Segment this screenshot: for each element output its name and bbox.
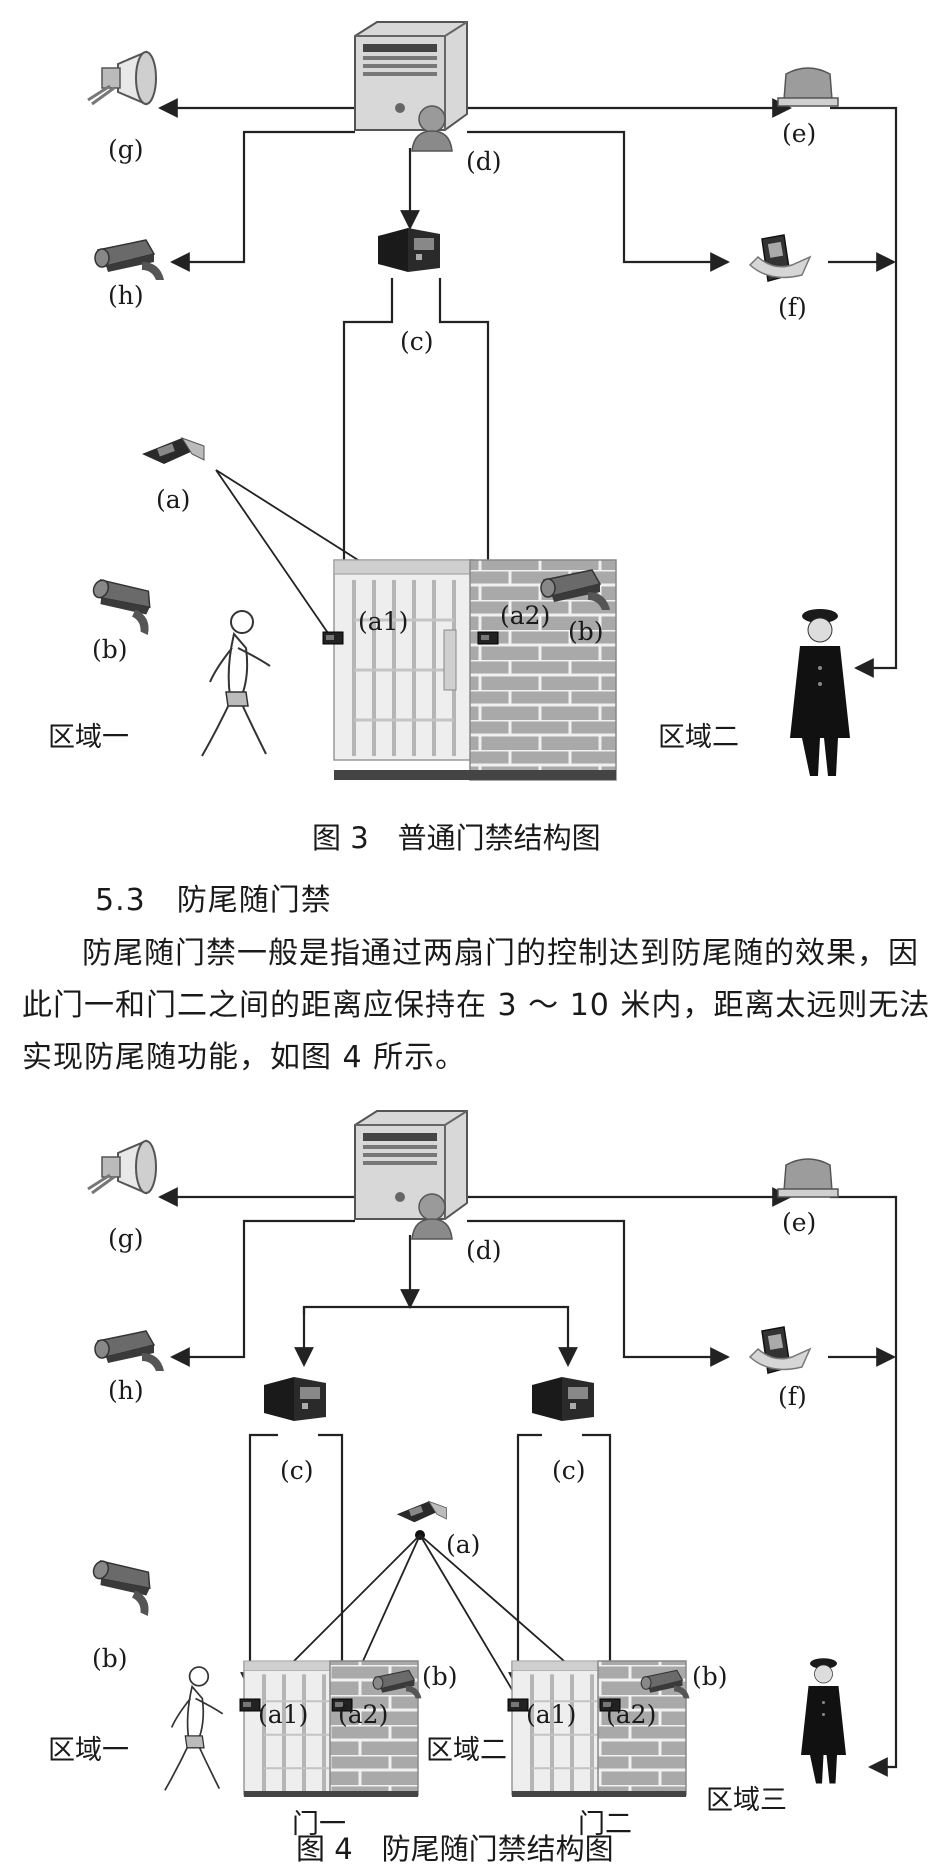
label-c: (c) bbox=[400, 327, 434, 356]
label-b-door1: (b) bbox=[422, 1662, 458, 1691]
figure-4-diagram: (g) (d) (e) (h) (f) (c) (c) (a) (b) (b) … bbox=[48, 1110, 898, 1866]
label-b-door2: (b) bbox=[692, 1662, 728, 1691]
label-f: (f) bbox=[778, 1382, 807, 1411]
gate-base bbox=[334, 770, 616, 780]
label-a2-door1: (a2) bbox=[338, 1700, 388, 1729]
label-c-left: (c) bbox=[280, 1456, 314, 1485]
card-reader-icon bbox=[239, 1698, 261, 1712]
speaker-icon bbox=[86, 1139, 158, 1195]
label-d: (d) bbox=[466, 147, 502, 176]
card-reader-icon bbox=[477, 631, 499, 645]
label-g: (g) bbox=[108, 1224, 144, 1253]
zone-one-label: 区域一 bbox=[48, 722, 129, 753]
camera-icon bbox=[94, 239, 165, 281]
figure-4-caption: 图 4 防尾随门禁结构图 bbox=[296, 1832, 614, 1866]
label-a1: (a1) bbox=[358, 607, 408, 636]
label-a1-door2: (a1) bbox=[526, 1700, 576, 1729]
handheld-terminal-icon bbox=[749, 1326, 811, 1374]
card-reader-icon bbox=[322, 631, 344, 645]
camera-icon bbox=[84, 1549, 166, 1617]
zone-one-label: 区域一 bbox=[48, 1735, 129, 1766]
server-icon bbox=[354, 1110, 468, 1220]
zone-three-label: 区域三 bbox=[706, 1785, 787, 1816]
controller-icon bbox=[378, 228, 440, 272]
label-a1-door1: (a1) bbox=[258, 1700, 308, 1729]
figure-3-diagram: (g) (d) (e) (h) (f) (c) (a) (a1) (a2) (b… bbox=[48, 21, 898, 855]
label-h: (h) bbox=[108, 281, 144, 310]
handheld-terminal-icon bbox=[749, 234, 811, 282]
label-b-right: (b) bbox=[568, 617, 604, 646]
turnstile-icon bbox=[332, 558, 476, 762]
door-one-label: 门一 bbox=[292, 1809, 346, 1840]
camera-icon bbox=[94, 1330, 165, 1372]
server-icon bbox=[354, 21, 468, 131]
speaker-icon bbox=[86, 50, 158, 106]
section-paragraph: 防尾随门禁一般是指通过两扇门的控制达到防尾随的效果，因此门一和门二之间的距离应保… bbox=[22, 936, 931, 1075]
label-a2: (a2) bbox=[500, 601, 550, 630]
controller-icon bbox=[264, 1377, 326, 1421]
fingerprint-reader-icon bbox=[396, 1501, 447, 1523]
alarm-light-icon bbox=[777, 1158, 839, 1198]
controller-icon bbox=[532, 1377, 594, 1421]
alarm-light-icon bbox=[777, 67, 839, 107]
label-h: (h) bbox=[108, 1376, 144, 1405]
connection-lines bbox=[158, 1187, 898, 1777]
fingerprint-reader-icon bbox=[141, 437, 205, 465]
walking-person-icon bbox=[201, 610, 271, 757]
figure-3-caption: 图 3 普通门禁结构图 bbox=[312, 821, 601, 855]
label-e: (e) bbox=[782, 1208, 816, 1237]
label-a: (a) bbox=[156, 485, 190, 514]
section-heading: 5.3 防尾随门禁 bbox=[95, 883, 332, 918]
zone-two-label: 区域二 bbox=[426, 1735, 507, 1766]
label-a2-door2: (a2) bbox=[606, 1700, 656, 1729]
label-b-left: (b) bbox=[92, 1644, 128, 1673]
label-f: (f) bbox=[778, 293, 807, 322]
connection-lines bbox=[158, 98, 898, 678]
label-b-left: (b) bbox=[92, 635, 128, 664]
label-e: (e) bbox=[782, 119, 816, 148]
door-two-label: 门二 bbox=[578, 1809, 632, 1840]
door-two-gate bbox=[507, 1659, 691, 1797]
label-g: (g) bbox=[108, 135, 144, 164]
label-d: (d) bbox=[466, 1236, 502, 1265]
security-guard-icon bbox=[800, 1657, 847, 1784]
card-reader-icon bbox=[507, 1698, 529, 1712]
door-one-gate bbox=[239, 1659, 422, 1797]
label-c-right: (c) bbox=[552, 1456, 586, 1485]
zone-two-label: 区域二 bbox=[658, 722, 739, 753]
label-a: (a) bbox=[446, 1530, 480, 1559]
camera-icon bbox=[84, 568, 166, 636]
security-guard-icon bbox=[789, 608, 851, 777]
walking-person-icon bbox=[164, 1666, 224, 1792]
